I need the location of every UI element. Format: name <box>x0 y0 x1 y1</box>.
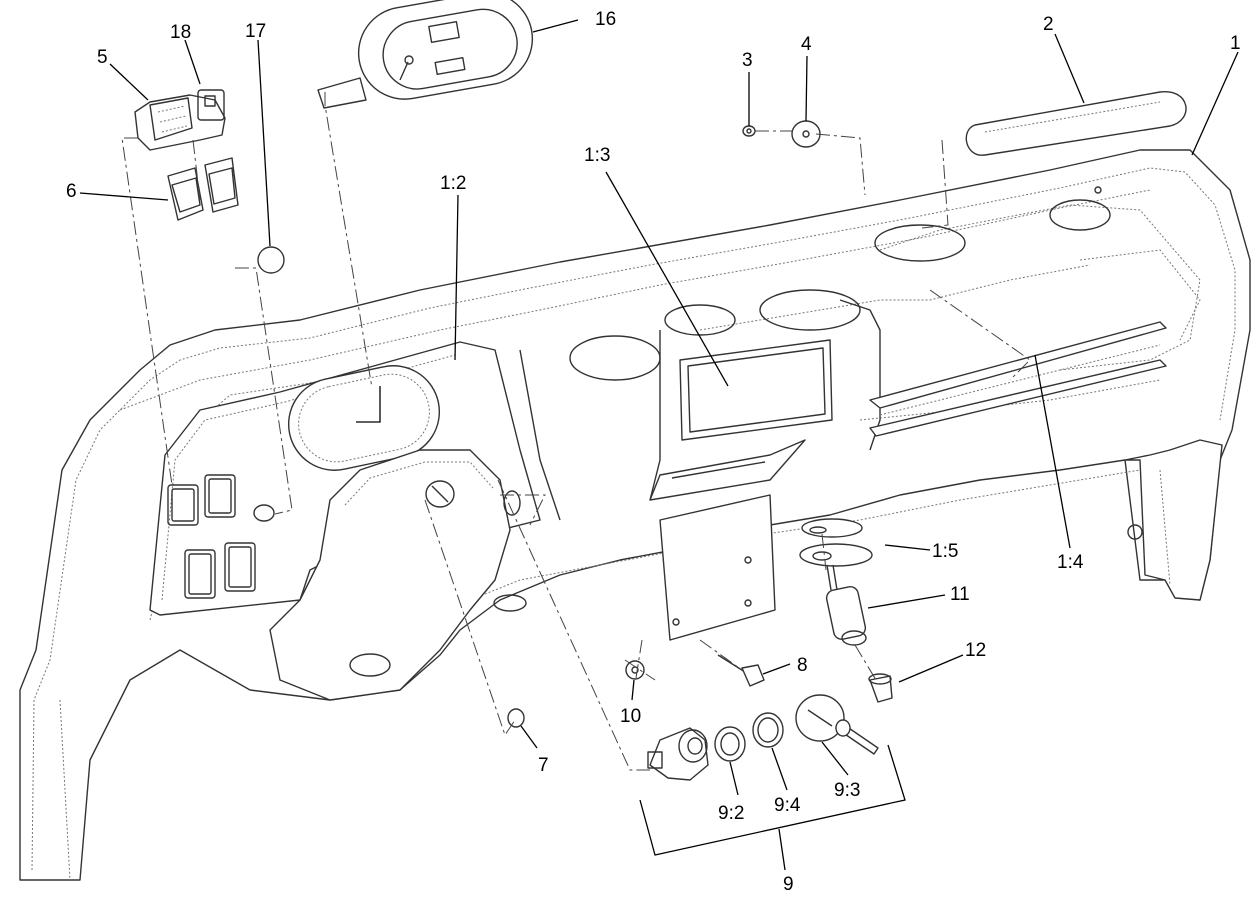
bolt <box>717 654 765 687</box>
callout-1-4: 1:4 <box>1057 552 1084 573</box>
callout-1-5: 1:5 <box>932 541 958 562</box>
callout-3: 3 <box>742 50 753 71</box>
callout-8: 8 <box>797 655 808 676</box>
callout-9-4: 9:4 <box>774 795 801 816</box>
rocker-caps <box>167 157 239 221</box>
callout-12: 12 <box>965 640 986 661</box>
callout-18: 18 <box>170 22 191 43</box>
callout-11: 11 <box>950 584 970 605</box>
callout-9-3: 9:3 <box>834 780 860 801</box>
callout-2: 2 <box>1043 14 1054 35</box>
dashboard-panel <box>19 149 1251 881</box>
callout-7: 7 <box>538 755 549 776</box>
grab-handle <box>965 91 1187 156</box>
gauge-assembly <box>317 0 534 109</box>
screw-and-washer <box>742 120 821 148</box>
callout-leaders <box>79 19 1239 871</box>
assembly-lines <box>121 92 1031 771</box>
callout-9: 9 <box>783 874 794 895</box>
callout-9-2: 9:2 <box>718 803 744 824</box>
callout-labels: 1 2 3 4 5 6 7 8 9 10 11 12 16 17 18 1:2 … <box>66 9 1241 895</box>
rocker-switch-assembly <box>134 89 226 151</box>
callout-1-2: 1:2 <box>440 173 466 194</box>
callout-17: 17 <box>245 21 266 42</box>
hole-plug <box>257 246 285 274</box>
callout-1: 1 <box>1230 33 1241 54</box>
power-outlet <box>825 564 867 646</box>
screw <box>507 708 525 728</box>
callout-5: 5 <box>97 47 108 68</box>
callout-6: 6 <box>66 181 77 202</box>
callout-1-3: 1:3 <box>584 145 610 166</box>
nut <box>625 660 645 680</box>
callout-4: 4 <box>801 34 812 55</box>
callout-10: 10 <box>620 706 641 727</box>
callout-16: 16 <box>595 9 616 30</box>
outlet-cap <box>868 673 893 703</box>
key-switch-assembly <box>647 694 879 781</box>
gaskets <box>799 518 873 567</box>
